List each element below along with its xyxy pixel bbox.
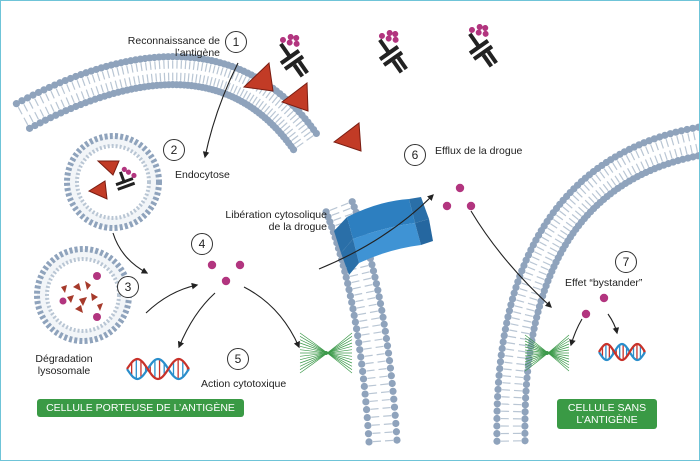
label-drug-efflux: Efflux de la drogue <box>435 145 523 157</box>
label-cytosolic-release: Libération cytosolique de la drogue <box>207 209 327 233</box>
antigen-markers <box>242 61 362 152</box>
tag-antigen-negative-line1: CELLULE SANS <box>567 402 647 414</box>
step-number-7: 7 <box>615 251 637 273</box>
dna-helices <box>126 342 646 381</box>
endosome <box>64 133 162 231</box>
lysosome <box>34 246 132 344</box>
label-lysosomal-degradation-line2: lysosomale <box>37 365 91 377</box>
label-antigen-recognition: Reconnaissance de l’antigène <box>104 35 220 59</box>
step-number-1: 1 <box>225 31 247 53</box>
step-number-2: 2 <box>163 139 185 161</box>
step-number-6: 6 <box>404 144 426 166</box>
label-cytosolic-release-line2: de la drogue <box>268 221 327 233</box>
antibody-drug-conjugates <box>279 24 498 78</box>
step-number-5: 5 <box>227 348 249 370</box>
step-number-4: 4 <box>191 233 213 255</box>
label-antigen-recognition-line2: l’antigène <box>175 47 220 59</box>
cell-membrane-main <box>12 53 401 446</box>
tag-antigen-carrier-cell: CELLULE PORTEUSE DE L’ANTIGÈNE <box>37 399 244 417</box>
label-cytosolic-release-line1: Libération cytosolique <box>225 209 327 221</box>
label-endocytosis: Endocytose <box>175 169 230 181</box>
step-number-3: 3 <box>117 276 139 298</box>
tag-antigen-negative-cell: CELLULE SANS L’ANTIGÈNE <box>557 399 657 429</box>
efflux-pump <box>334 197 433 275</box>
label-cytotoxic-action: Action cytotoxique <box>201 378 287 390</box>
process-arrows <box>112 62 620 349</box>
label-antigen-recognition-line1: Reconnaissance de <box>127 35 220 47</box>
label-lysosomal-degradation-line1: Dégradation <box>35 353 93 365</box>
label-bystander-effect: Effet “bystander” <box>565 277 643 289</box>
cell-membrane-right <box>493 123 699 445</box>
label-lysosomal-degradation: Dégradation lysosomale <box>31 353 97 377</box>
tag-antigen-negative-line2: L’ANTIGÈNE <box>576 414 638 426</box>
mitotic-spindles <box>299 332 570 374</box>
free-drug-molecules <box>207 183 609 319</box>
